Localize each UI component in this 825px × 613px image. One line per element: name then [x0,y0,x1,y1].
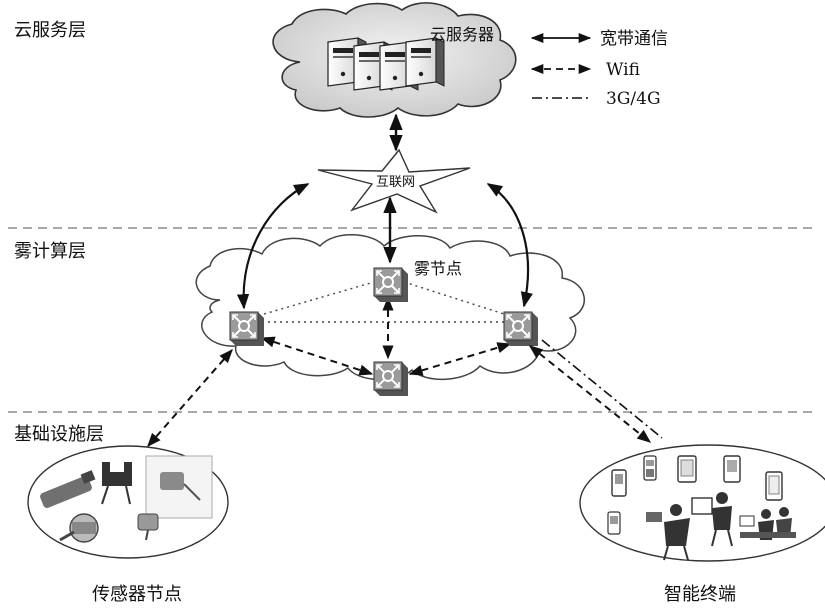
legend: 宽带通信 Wifi 3G/4G [532,29,668,109]
cloud-server-icon [328,38,444,90]
terminal-group [580,445,825,561]
infrastructure-layer-label: 基础设施层 [14,424,104,445]
phone-icon [612,470,626,496]
phone-keypad-icon [644,456,656,480]
pda-icon [724,456,740,482]
fog-node-left-icon [230,312,264,346]
fog-node-right-icon [504,312,538,346]
internet-label: 互联网 [376,175,415,190]
fog-sensor-wifi-link [148,350,232,446]
tablet-icon [678,456,696,482]
sensor-group [28,446,228,558]
legend-broadband-label: 宽带通信 [600,29,668,49]
small-phone-icon [608,512,620,534]
fog-terminal-wifi-link [530,346,650,442]
fog-node-label: 雾节点 [414,259,462,278]
fog-terminal-3g4g-link [542,340,662,438]
smart-terminals-label: 智能终端 [664,584,736,605]
fog-layer-label: 雾计算层 [14,241,86,262]
cloud-layer-label: 云服务层 [14,20,86,41]
smartphone-icon [766,472,782,500]
legend-wifi-label: Wifi [606,60,640,80]
fog-node-top-icon [374,268,408,302]
legend-3g4g-label: 3G/4G [606,89,661,109]
fog-node-bottom-icon [374,362,408,396]
sensor-nodes-label: 传感器节点 [92,584,182,605]
sensor-photo-icon [146,456,212,518]
cloud-server-label: 云服务器 [430,25,494,44]
